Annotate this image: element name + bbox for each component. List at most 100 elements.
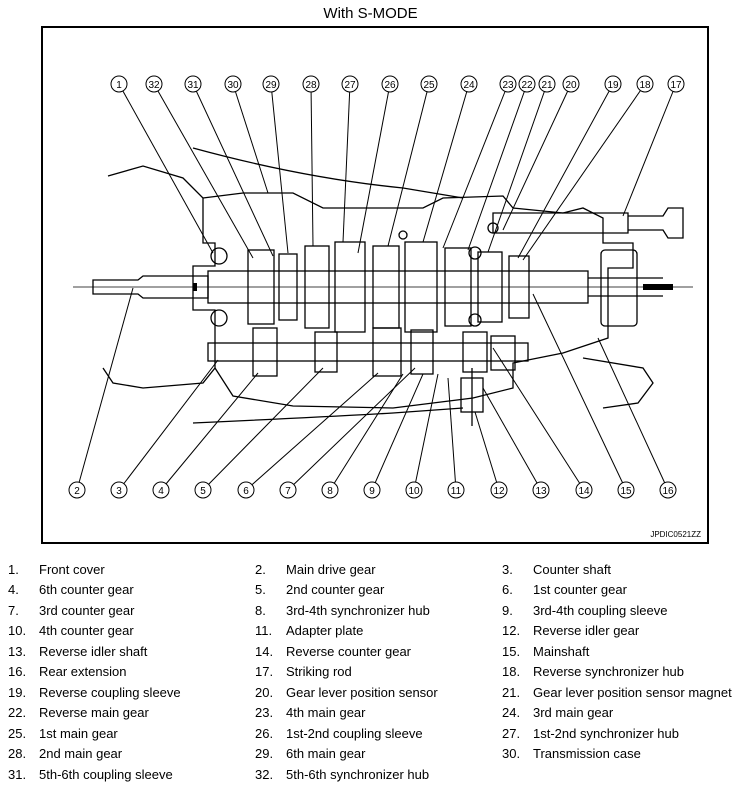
svg-text:13: 13 [535, 486, 547, 497]
callout-3: 3 [110, 481, 128, 499]
legend-item: 11.Adapter plate [255, 623, 364, 638]
callout-15: 15 [617, 481, 635, 499]
callout-6: 6 [237, 481, 255, 499]
callout-8: 8 [321, 481, 339, 499]
svg-text:19: 19 [607, 80, 619, 91]
legend-item: 12.Reverse idler gear [502, 623, 640, 638]
svg-text:11: 11 [451, 486, 462, 497]
legend-item: 4.6th counter gear [8, 582, 134, 597]
legend-item: 18.Reverse synchronizer hub [502, 664, 685, 679]
legend-item: 7.3rd counter gear [8, 603, 135, 618]
svg-text:1: 1 [116, 80, 122, 91]
legend-item: 20.Gear lever position sensor [255, 685, 438, 700]
callout-14: 14 [575, 481, 593, 499]
svg-text:2: 2 [74, 486, 80, 497]
legend-item: 27.1st-2nd synchronizer hub [502, 726, 679, 741]
rear-extension [582, 357, 654, 409]
counter-shaft [207, 342, 529, 362]
svg-text:28: 28 [305, 80, 317, 91]
svg-text:3: 3 [116, 486, 122, 497]
svg-text:27: 27 [344, 80, 356, 91]
mainshaft [207, 270, 589, 304]
callout-16: 16 [659, 481, 677, 499]
callout-30: 30 [224, 75, 242, 93]
svg-text:32: 32 [148, 80, 160, 91]
figure-code: JPDIC0521ZZ [650, 530, 701, 539]
legend-item: 5.2nd counter gear [255, 582, 385, 597]
callout-26: 26 [381, 75, 399, 93]
legend-item: 19.Reverse coupling sleeve [8, 685, 181, 700]
callout-7: 7 [279, 481, 297, 499]
legend-item: 23.4th main gear [255, 705, 366, 720]
striking-rod-housing [492, 212, 629, 234]
svg-text:8: 8 [327, 486, 333, 497]
legend-item: 6.1st counter gear [502, 582, 627, 597]
callout-4: 4 [152, 481, 170, 499]
svg-text:12: 12 [493, 486, 505, 497]
legend-item: 15.Mainshaft [502, 644, 590, 659]
callout-21: 21 [538, 75, 556, 93]
svg-text:5: 5 [200, 486, 206, 497]
callouts-top: 1 32 31 30 29 28 27 26 25 24 23 22 21 20… [110, 75, 685, 93]
callout-2: 2 [68, 481, 86, 499]
legend-item: 17.Striking rod [255, 664, 352, 679]
legend-item: 10.4th counter gear [8, 623, 134, 638]
svg-text:15: 15 [620, 486, 632, 497]
callout-20: 20 [562, 75, 580, 93]
front-cover [102, 165, 216, 389]
legend-item: 29.6th main gear [255, 746, 366, 761]
legend-item: 22.Reverse main gear [8, 705, 149, 720]
callout-11: 11 [447, 481, 465, 499]
svg-text:6: 6 [243, 486, 249, 497]
svg-text:22: 22 [521, 80, 533, 91]
legend-item: 25.1st main gear [8, 726, 118, 741]
callouts-bottom: 2 3 4 5 6 7 8 9 10 11 12 13 14 15 16 [68, 481, 677, 499]
legend-item: 21.Gear lever position sensor magnet [502, 685, 732, 700]
svg-text:29: 29 [265, 80, 277, 91]
svg-text:10: 10 [408, 486, 420, 497]
svg-text:24: 24 [463, 80, 475, 91]
svg-text:16: 16 [662, 486, 674, 497]
legend-item: 1.Front cover [8, 562, 105, 577]
rear-flange [600, 249, 638, 327]
callout-29: 29 [262, 75, 280, 93]
callout-12: 12 [490, 481, 508, 499]
case-top-line [192, 147, 464, 199]
legend-item: 3.Counter shaft [502, 562, 612, 577]
svg-text:26: 26 [384, 80, 396, 91]
svg-text:30: 30 [227, 80, 239, 91]
legend-item: 8.3rd-4th synchronizer hub [255, 603, 430, 618]
callout-31: 31 [184, 75, 202, 93]
callout-13: 13 [532, 481, 550, 499]
svg-text:14: 14 [578, 486, 590, 497]
callout-10: 10 [405, 481, 423, 499]
callout-32: 32 [145, 75, 163, 93]
svg-text:17: 17 [670, 80, 682, 91]
svg-text:31: 31 [187, 80, 199, 91]
callout-19: 19 [604, 75, 622, 93]
callout-18: 18 [636, 75, 654, 93]
svg-text:23: 23 [502, 80, 514, 91]
legend-item: 28.2nd main gear [8, 746, 123, 761]
callout-23: 23 [499, 75, 517, 93]
leader-lines [76, 83, 677, 491]
callout-27: 27 [341, 75, 359, 93]
svg-text:20: 20 [565, 80, 577, 91]
legend-item: 26.1st-2nd coupling sleeve [255, 726, 423, 741]
callout-28: 28 [302, 75, 320, 93]
legend-item: 9.3rd-4th coupling sleeve [502, 603, 668, 618]
transmission-case [202, 192, 634, 409]
legend-item: 30.Transmission case [502, 746, 641, 761]
callout-22: 22 [518, 75, 536, 93]
callout-1: 1 [110, 75, 128, 93]
callout-17: 17 [667, 75, 685, 93]
svg-text:4: 4 [158, 486, 164, 497]
svg-text:25: 25 [423, 80, 435, 91]
diagram-frame: 1 32 31 30 29 28 27 26 25 24 23 22 21 20… [41, 26, 709, 544]
gear-a [247, 249, 275, 325]
callout-24: 24 [460, 75, 478, 93]
legend-item: 13.Reverse idler shaft [8, 644, 148, 659]
legend-item: 14.Reverse counter gear [255, 644, 412, 659]
legend-item: 16.Rear extension [8, 664, 127, 679]
callout-25: 25 [420, 75, 438, 93]
